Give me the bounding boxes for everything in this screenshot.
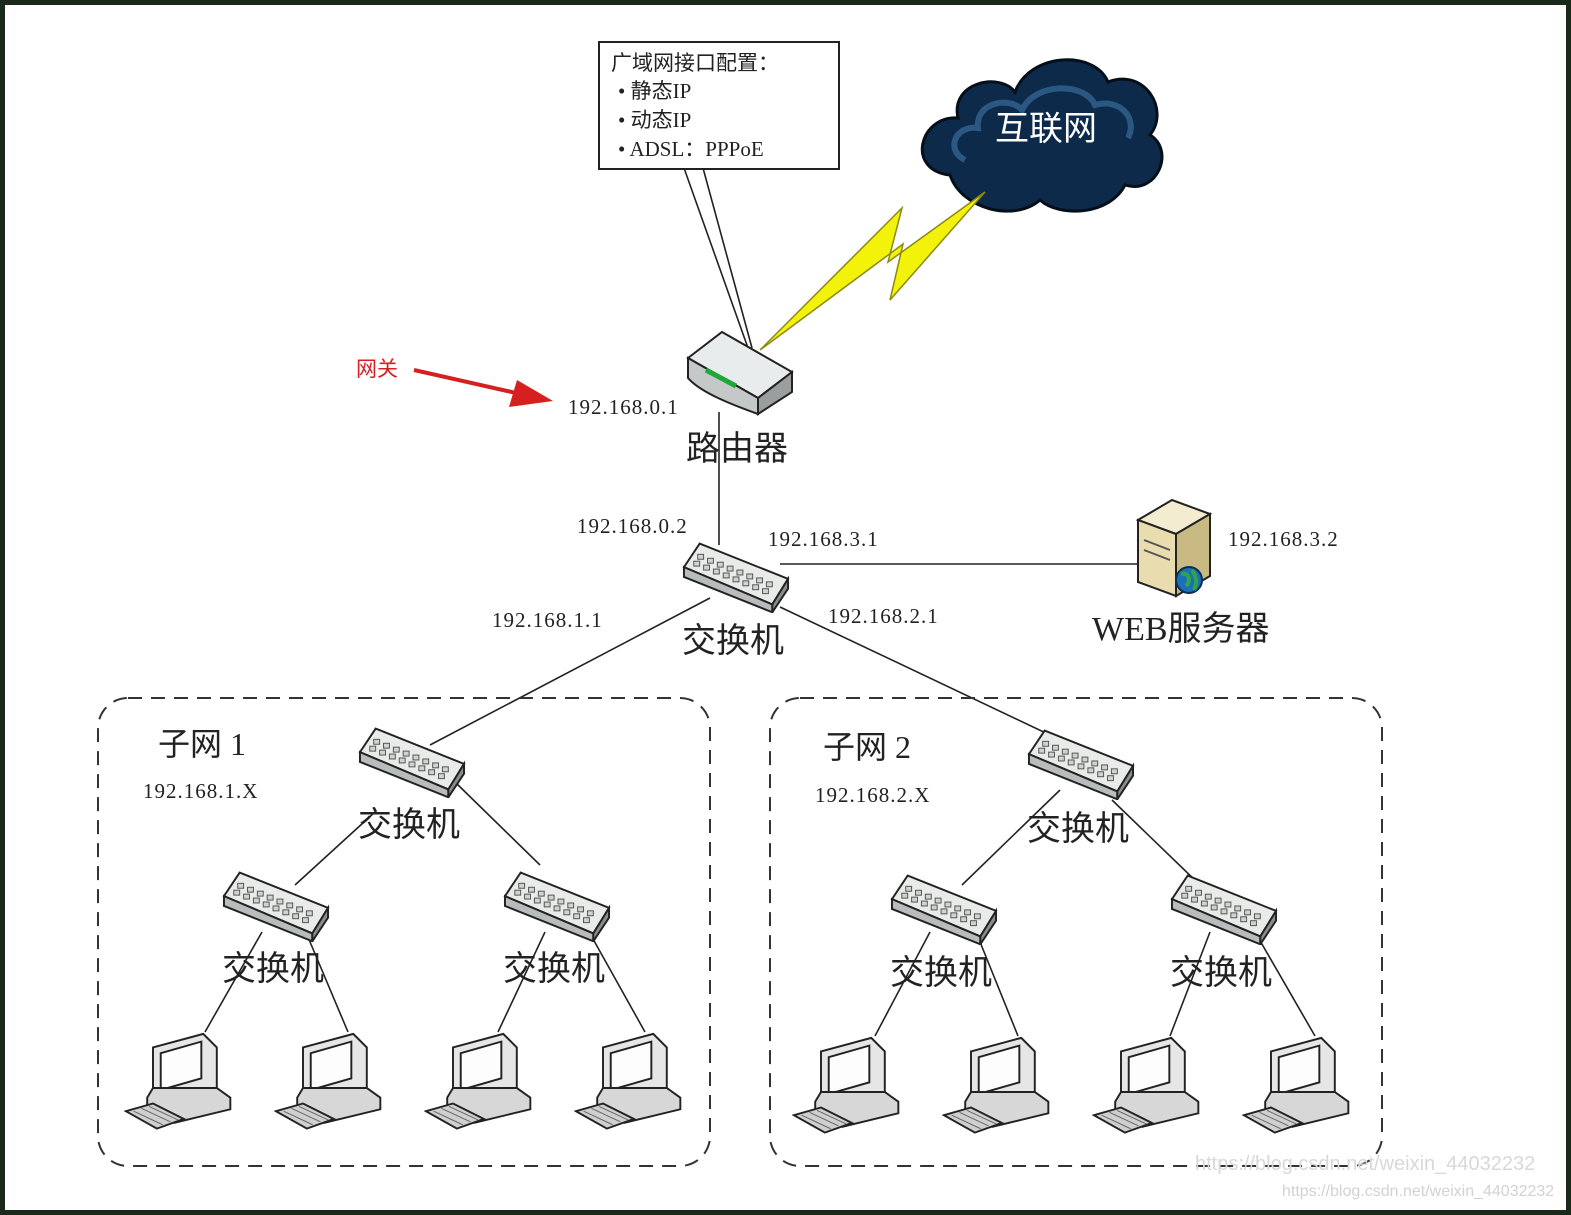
core-switch-icon <box>682 542 790 613</box>
subnet-1-boundary <box>97 697 711 1167</box>
subnet-1-switch-icon <box>222 871 330 942</box>
computer-icon <box>792 1036 900 1134</box>
web-server-icon <box>1135 498 1213 598</box>
subnet-2-switch-icon <box>890 874 998 945</box>
watermark: https://blog.csdn.net/weixin_44032232 <box>1195 1153 1535 1175</box>
gateway-label: 网关 <box>356 358 398 381</box>
router-ip: 192.168.0.1 <box>568 395 679 419</box>
subnet-1-switch-label: 交换机 <box>503 950 605 988</box>
router-label: 路由器 <box>686 430 788 468</box>
subnet-1-switch-icon <box>503 871 611 942</box>
wan-config-title: 广域网接口配置： <box>611 51 779 75</box>
computer-icon <box>124 1032 232 1130</box>
subnet-1-switch-label: 交换机 <box>222 950 324 988</box>
watermark: https://blog.csdn.net/weixin_44032232 <box>1282 1183 1554 1200</box>
wan-config-box: 广域网接口配置： • 静态IP • 动态IP • ADSL：PPPoE <box>598 41 840 170</box>
internet-cloud-icon: 互联网 <box>920 58 1164 213</box>
gateway-arrow-icon <box>413 368 553 407</box>
lightning-bolt-icon <box>759 191 986 351</box>
core-switch-ip-right-bottom: 192.168.2.1 <box>828 604 939 628</box>
subnet-2-name: 子网 2 <box>823 729 911 765</box>
computer-icon <box>574 1032 682 1130</box>
subnet-1-name: 子网 1 <box>158 726 246 762</box>
core-switch-label: 交换机 <box>682 622 784 660</box>
wan-config-item: • 动态IP <box>618 108 691 132</box>
subnet-2-switch-icon <box>1027 729 1135 800</box>
computer-icon <box>1092 1036 1200 1134</box>
core-switch-ip-left: 192.168.1.1 <box>492 608 603 632</box>
subnet-2-switch-label: 交换机 <box>1027 810 1129 848</box>
subnet-2-range: 192.168.2.X <box>815 783 930 807</box>
subnet-1-switch-icon <box>358 727 466 798</box>
connection-lines <box>204 167 1316 1037</box>
subnet-1-range: 192.168.1.X <box>143 779 258 803</box>
core-switch-ip-up: 192.168.0.2 <box>577 514 688 538</box>
internet-label: 互联网 <box>995 111 1097 148</box>
web-server-ip: 192.168.3.2 <box>1228 527 1339 551</box>
subnet-2-boundary <box>769 697 1383 1167</box>
subnet-2-switch-icon <box>1170 874 1278 945</box>
computer-icon <box>1242 1036 1350 1134</box>
core-switch-ip-right-top: 192.168.3.1 <box>768 527 879 551</box>
subnet-2-switch-label: 交换机 <box>890 954 992 992</box>
subnet-1-switch-label: 交换机 <box>358 806 460 844</box>
web-server-label: WEB服务器 <box>1092 610 1270 648</box>
subnet-2-switch-label: 交换机 <box>1170 954 1272 992</box>
router-icon <box>686 330 794 416</box>
computer-icon <box>942 1036 1050 1134</box>
computer-icon <box>424 1032 532 1130</box>
computer-icon <box>274 1032 382 1130</box>
wan-config-item: • 静态IP <box>618 79 691 103</box>
wan-config-item: • ADSL：PPPoE <box>618 137 764 161</box>
